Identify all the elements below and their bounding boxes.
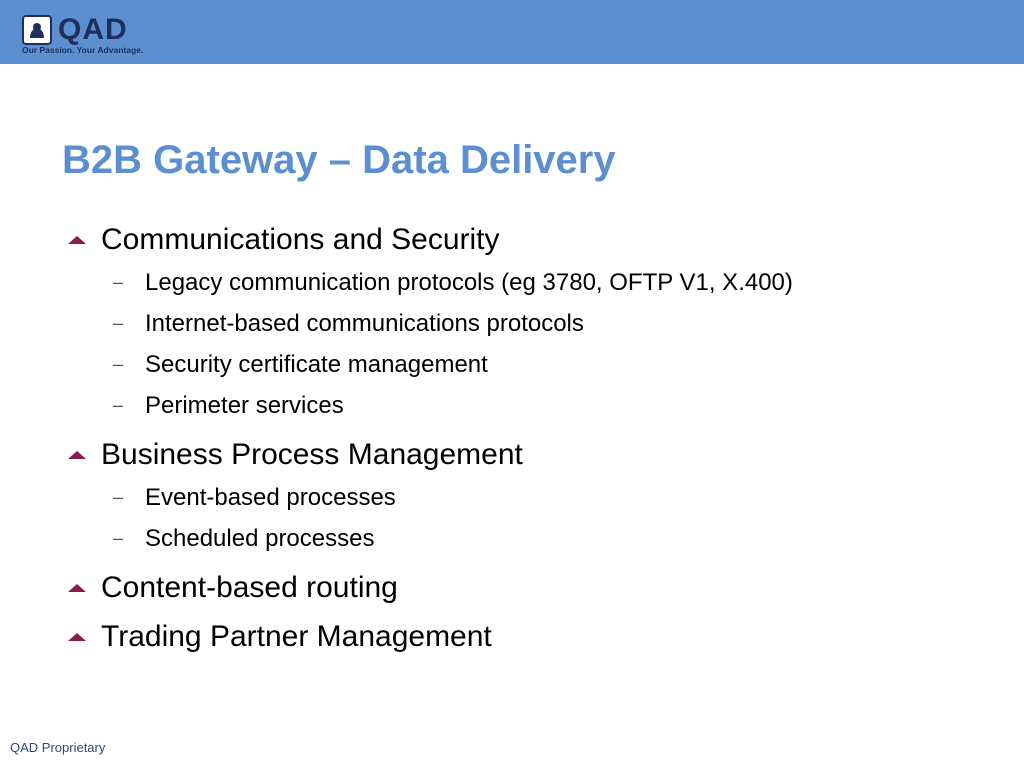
sub-bullet-item: – Security certificate management — [66, 344, 966, 385]
sub-bullet-item: – Scheduled processes — [66, 518, 966, 559]
sub-bullet-text: Scheduled processes — [145, 525, 375, 552]
qad-logo-mark-icon — [22, 15, 52, 45]
sub-bullet-text: Event-based processes — [145, 484, 396, 511]
triangle-up-icon — [68, 451, 86, 459]
sub-bullet-item: – Internet-based communications protocols — [66, 303, 966, 344]
bullet-item: Content-based routing — [66, 568, 966, 608]
sub-bullet-text: Perimeter services — [145, 392, 344, 419]
bullet-text: Content-based routing — [101, 571, 398, 604]
sub-bullet-item: – Legacy communication protocols (eg 3780… — [66, 262, 966, 303]
dash-marker: – — [113, 395, 124, 415]
sub-bullet-list: – Legacy communication protocols (eg 3780… — [101, 262, 966, 426]
dash-marker: – — [113, 528, 124, 548]
bullet-item: Trading Partner Management — [66, 617, 966, 657]
dash-marker: – — [113, 272, 124, 292]
triangle-up-icon — [68, 236, 86, 244]
dash-marker: – — [113, 487, 124, 507]
sub-bullet-item: – Perimeter services — [66, 385, 966, 426]
header-bar: QAD Our Passion. Your Advantage. — [0, 0, 1024, 64]
triangle-up-icon — [68, 633, 86, 641]
sub-bullet-list: – Event-based processes – Scheduled process… — [101, 477, 966, 559]
bullet-item: Communications and Security – Legacy commu… — [66, 220, 966, 426]
sub-bullet-item: – Event-based processes — [66, 477, 966, 518]
logo-wordmark: QAD — [58, 13, 128, 46]
bullet-text: Business Process Management — [101, 438, 523, 471]
logo-tagline: Our Passion. Your Advantage. — [22, 45, 144, 55]
dash-marker: – — [113, 313, 124, 333]
triangle-up-icon — [68, 584, 86, 592]
sub-bullet-text: Internet-based communications protocols — [145, 310, 584, 337]
footer-text: QAD Proprietary — [10, 740, 106, 755]
bullet-item: Business Process Management – Event-based … — [66, 435, 966, 559]
sub-bullet-text: Legacy communication protocols (eg 3780,… — [145, 269, 793, 296]
bullet-text: Communications and Security — [101, 223, 500, 256]
sub-bullet-text: Security certificate management — [145, 351, 488, 378]
bullet-text: Trading Partner Management — [101, 620, 492, 653]
qad-logo: QAD Our Passion. Your Advantage. — [22, 12, 162, 58]
dash-marker: – — [113, 354, 124, 374]
slide-title: B2B Gateway – Data Delivery — [62, 138, 616, 182]
bullet-list: Communications and Security – Legacy commu… — [66, 220, 966, 657]
